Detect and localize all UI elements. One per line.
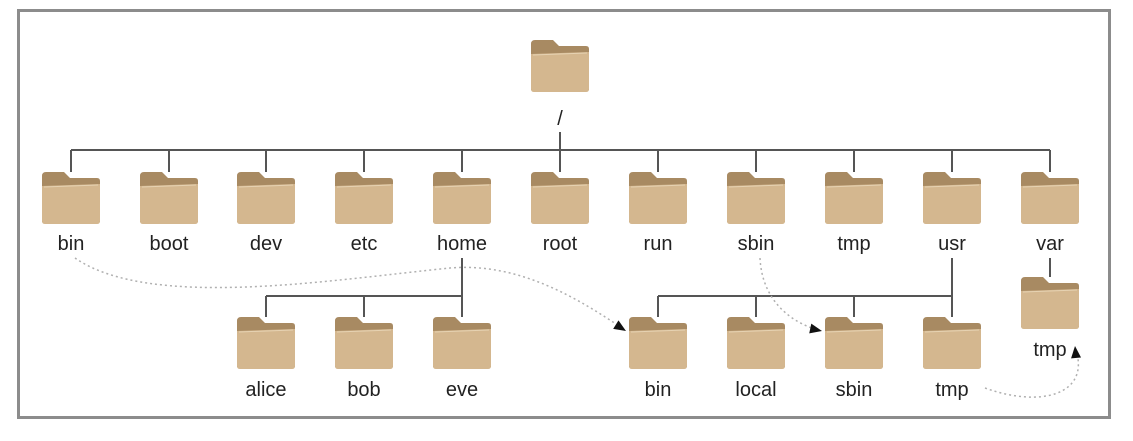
folder-label: local bbox=[735, 379, 776, 401]
folder-icon-highlight bbox=[336, 329, 392, 333]
folder-label: alice bbox=[245, 379, 286, 401]
symlink-arrows bbox=[74, 257, 1082, 398]
folder-label: var bbox=[1036, 233, 1064, 255]
folder-icon-highlight bbox=[238, 184, 294, 188]
folder-label: etc bbox=[351, 233, 378, 255]
root-label: / bbox=[557, 108, 563, 130]
folder-top-boot[interactable]: boot bbox=[140, 172, 198, 255]
folder-usr-sbin[interactable]: sbin bbox=[825, 317, 883, 401]
folder-label: bob bbox=[347, 379, 380, 401]
folder-home-alice[interactable]: alice bbox=[237, 317, 295, 401]
folder-icon-highlight bbox=[630, 329, 686, 333]
folder-icon bbox=[1021, 289, 1079, 329]
folder-icon bbox=[629, 329, 687, 369]
folder-label: root bbox=[543, 233, 578, 255]
folder-icon bbox=[825, 329, 883, 369]
folder-label: run bbox=[644, 233, 673, 255]
folder-label: bin bbox=[645, 379, 672, 401]
folder-top-var[interactable]: var bbox=[1021, 172, 1079, 255]
folder-icon-highlight bbox=[630, 184, 686, 188]
link-usr-tmp-to-var-tmp bbox=[984, 346, 1082, 398]
folder-icon bbox=[433, 329, 491, 369]
folder-icon-highlight bbox=[826, 184, 882, 188]
folder-icon-highlight bbox=[532, 184, 588, 188]
folder-root-dir[interactable] bbox=[531, 40, 589, 92]
folder-usr-bin[interactable]: bin bbox=[629, 317, 687, 401]
folder-icon-highlight bbox=[1022, 289, 1078, 293]
folder-icon-highlight bbox=[532, 52, 588, 56]
folder-icon bbox=[433, 184, 491, 224]
tree-connectors bbox=[70, 132, 1051, 317]
folder-icon-highlight bbox=[238, 329, 294, 333]
folder-icon bbox=[923, 184, 981, 224]
folder-icon bbox=[727, 184, 785, 224]
folder-icon bbox=[42, 184, 100, 224]
link-bin-to-usr-bin bbox=[74, 257, 626, 331]
folder-label: boot bbox=[150, 233, 189, 255]
folder-top-usr[interactable]: usr bbox=[923, 172, 981, 255]
folder-icon bbox=[531, 184, 589, 224]
folder-top-tmp[interactable]: tmp bbox=[825, 172, 883, 255]
folder-top-run[interactable]: run bbox=[629, 172, 687, 255]
folder-top-home[interactable]: home bbox=[433, 172, 491, 255]
folder-icon-highlight bbox=[336, 184, 392, 188]
folder-var-tmp[interactable]: tmp bbox=[1021, 277, 1079, 361]
folder-label: bin bbox=[58, 233, 85, 255]
folder-usr-tmp[interactable]: tmp bbox=[923, 317, 981, 401]
symlink-curve bbox=[759, 257, 819, 331]
folder-icon bbox=[335, 329, 393, 369]
folder-home-eve[interactable]: eve bbox=[433, 317, 491, 401]
folder-icon bbox=[923, 329, 981, 369]
folder-top-root[interactable]: root bbox=[531, 172, 589, 255]
folder-icon-highlight bbox=[434, 329, 490, 333]
folder-icon bbox=[140, 184, 198, 224]
folder-label: dev bbox=[250, 233, 282, 255]
folder-icon-highlight bbox=[826, 329, 882, 333]
folder-home-bob[interactable]: bob bbox=[335, 317, 393, 401]
folder-icon-highlight bbox=[1022, 184, 1078, 188]
folder-label: sbin bbox=[738, 233, 775, 255]
folder-icon bbox=[237, 329, 295, 369]
folder-icon-highlight bbox=[924, 329, 980, 333]
folder-icon bbox=[1021, 184, 1079, 224]
folder-icon bbox=[531, 52, 589, 92]
folder-label: usr bbox=[938, 233, 966, 255]
folder-icon-highlight bbox=[728, 329, 784, 333]
folder-label: tmp bbox=[837, 233, 870, 255]
folder-top-etc[interactable]: etc bbox=[335, 172, 393, 255]
folder-top-sbin[interactable]: sbin bbox=[727, 172, 785, 255]
folder-label: tmp bbox=[935, 379, 968, 401]
folder-icon bbox=[825, 184, 883, 224]
arrowhead-icon bbox=[1071, 346, 1082, 359]
folder-label: tmp bbox=[1033, 339, 1066, 361]
arrowhead-icon bbox=[613, 320, 626, 331]
folder-label: home bbox=[437, 233, 487, 255]
folder-icon bbox=[237, 184, 295, 224]
arrowhead-icon bbox=[809, 323, 822, 334]
folder-label: sbin bbox=[836, 379, 873, 401]
link-sbin-to-usr-sbin bbox=[759, 257, 822, 334]
folder-nodes: / bin boot dev etc home root run sbin tmp usr var al… bbox=[42, 40, 1079, 401]
folder-icon-highlight bbox=[728, 184, 784, 188]
folder-top-dev[interactable]: dev bbox=[237, 172, 295, 255]
folder-icon-highlight bbox=[43, 184, 99, 188]
folder-label: eve bbox=[446, 379, 478, 401]
folder-icon-highlight bbox=[434, 184, 490, 188]
folder-icon bbox=[629, 184, 687, 224]
folder-icon-highlight bbox=[141, 184, 197, 188]
folder-icon-highlight bbox=[924, 184, 980, 188]
folder-icon bbox=[727, 329, 785, 369]
folder-icon bbox=[335, 184, 393, 224]
folder-top-bin[interactable]: bin bbox=[42, 172, 100, 255]
folder-usr-local[interactable]: local bbox=[727, 317, 785, 401]
